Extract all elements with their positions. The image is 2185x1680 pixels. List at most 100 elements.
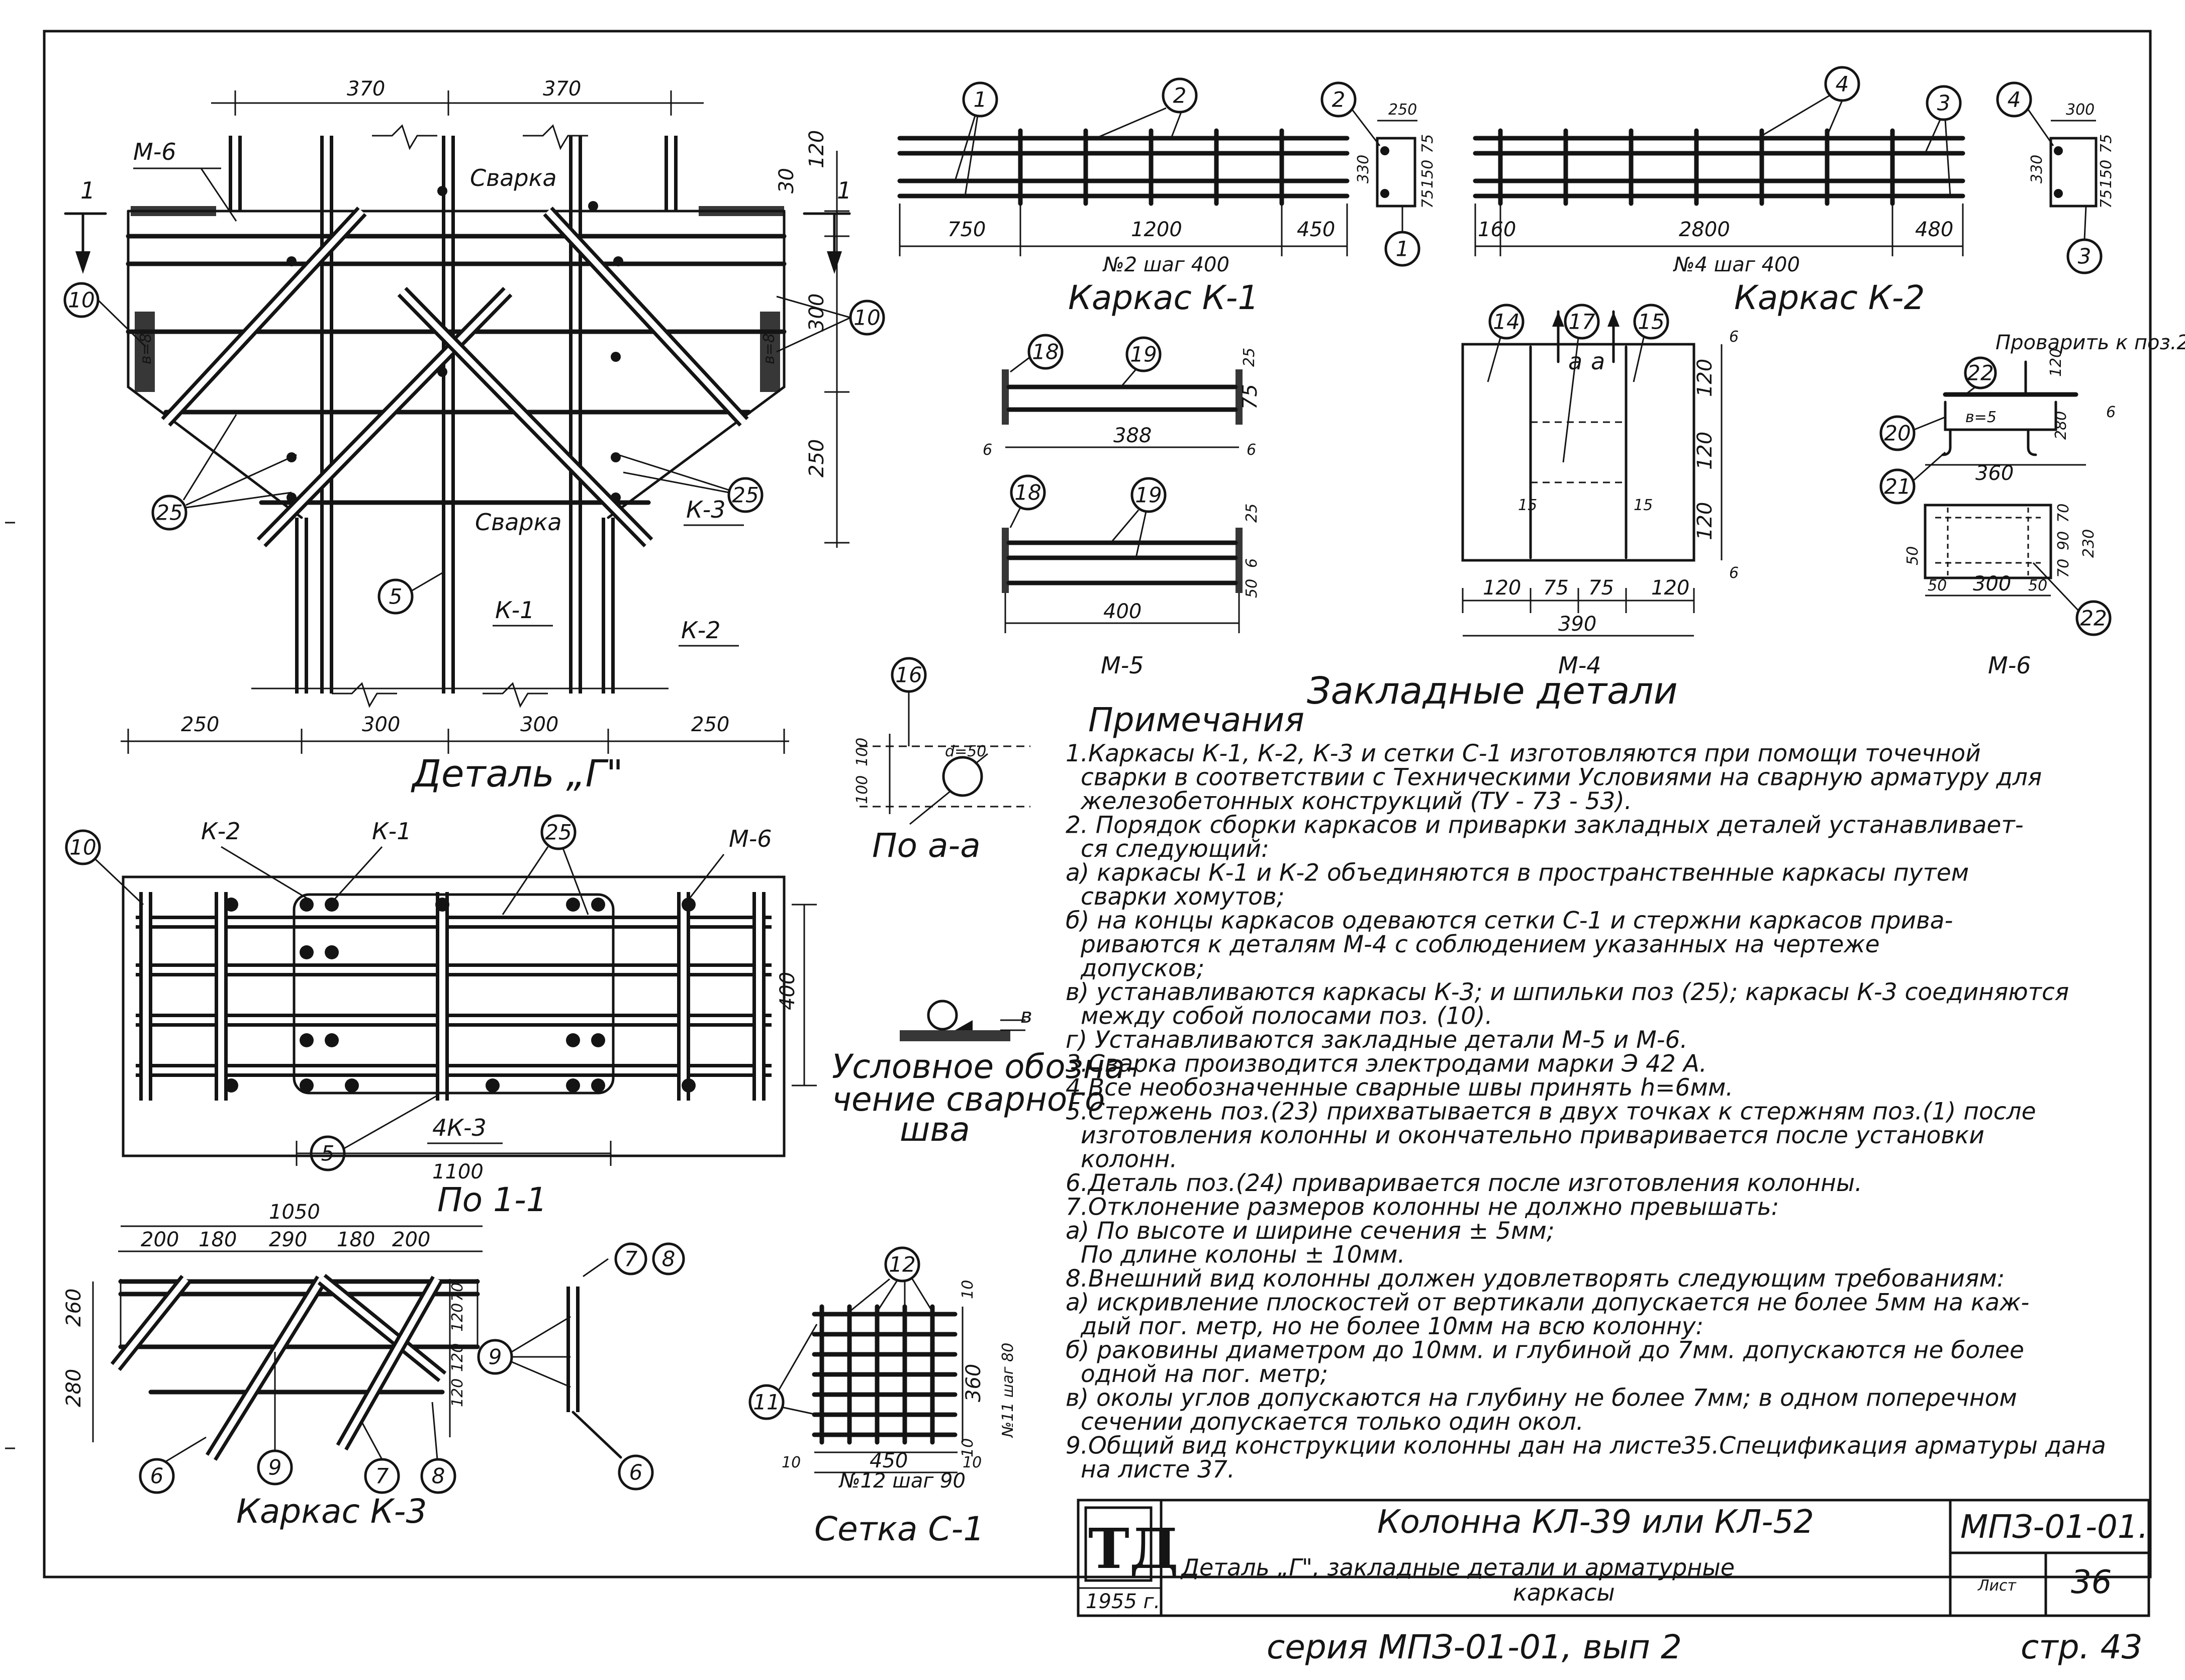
svg-text:15: 15 (1638, 310, 1664, 334)
svg-text:9: 9 (268, 1455, 282, 1480)
dim-400: 400 (776, 972, 799, 1010)
detail-g-diagonals (161, 207, 749, 548)
svg-text:в=5: в=5 (1965, 409, 1997, 426)
callout: 19 (1110, 477, 1167, 558)
notes-heading: Примечания (1088, 701, 1304, 739)
m6-note-1: Проварить к поз.20 (1996, 331, 2185, 354)
setka-c1: 450 10 10 №12 шаг 90 10 360 10 №11 шаг 8… (748, 1246, 1017, 1548)
svg-text:50: 50 (1904, 546, 1922, 565)
svg-text:№12 шаг 90: №12 шаг 90 (838, 1469, 966, 1493)
svg-text:388: 388 (1113, 424, 1152, 447)
karkas-k1-section: 250 330 75 150 75 2 1 (1320, 81, 1437, 267)
callout: 6 (139, 1436, 207, 1494)
svg-text:1: 1 (974, 87, 987, 112)
svg-text:70: 70 (2055, 504, 2072, 523)
svg-text:16: 16 (895, 663, 922, 687)
note-line: одной на пог. метр; (1081, 1360, 1328, 1388)
svg-text:75: 75 (2098, 189, 2115, 209)
svg-text:290: 290 (269, 1228, 307, 1251)
svg-text:7: 7 (375, 1464, 389, 1489)
svg-text:25: 25 (732, 483, 758, 508)
callout: 15 (1633, 304, 1669, 382)
caption-section-1-1: По 1-1 (437, 1180, 547, 1219)
title-sheet-label: Лист (1977, 1577, 2017, 1595)
callout: 14 (1487, 304, 1525, 382)
svg-text:330: 330 (1355, 155, 1372, 183)
svg-text:8: 8 (432, 1464, 445, 1489)
embedded-m6: Проварить к поз.20 в=5 360 120 280 6 50 … (1879, 331, 2185, 679)
title-sheet-number: 36 (2071, 1564, 2112, 1601)
svg-text:180: 180 (337, 1228, 375, 1251)
svg-text:120: 120 (2047, 348, 2065, 377)
svg-text:20: 20 (1884, 421, 1911, 446)
note-line: сварки хомутов; (1081, 883, 1285, 911)
dim-1100: 1100 (432, 1160, 484, 1183)
dim-1200: 1200 (1131, 218, 1182, 241)
embedded-title: Закладные детали (1307, 669, 1678, 713)
svg-text:120: 120 (449, 1303, 466, 1332)
svg-text:50: 50 (1243, 579, 1261, 598)
note-line: а) каркасы К-1 и К-2 объединяются в прос… (1066, 859, 1969, 887)
callout: 3 (1924, 85, 1962, 196)
dim-160: 160 (1478, 218, 1516, 241)
weld-caption-2: чение сварного (832, 1080, 1105, 1119)
label-b8-left: в=8 (137, 333, 155, 364)
callout: 5 (377, 572, 443, 615)
note-line: б) на концы каркасов одеваются сетки С-1… (1066, 907, 1953, 935)
svg-text:6: 6 (629, 1460, 643, 1485)
note-line: 5.Стержень поз.(23) прихватывается в дву… (1066, 1098, 2036, 1126)
svg-text:10: 10 (782, 1454, 801, 1471)
svg-text:5: 5 (389, 584, 403, 609)
svg-text:18: 18 (1032, 340, 1059, 364)
svg-text:360: 360 (1975, 462, 2014, 485)
svg-text:10: 10 (963, 1454, 982, 1471)
detail-g: 370 370 1 1 30 120 300 250 250 (63, 77, 885, 796)
svg-text:300: 300 (2066, 101, 2095, 119)
callout: 21 (1879, 451, 1946, 505)
svg-text:12: 12 (889, 1252, 915, 1277)
svg-text:11: 11 (753, 1390, 780, 1415)
callout: 25 (151, 414, 297, 531)
label-k2: К-2 (681, 617, 721, 644)
svg-text:120: 120 (449, 1378, 466, 1407)
svg-text:120: 120 (1651, 576, 1689, 600)
svg-text:6: 6 (983, 441, 992, 459)
label-k1: К-1 (495, 597, 535, 624)
svg-text:150: 150 (2098, 160, 2115, 188)
section-1-1-bars (224, 898, 696, 1093)
note-line: 6.Деталь поз.(24) приваривается после из… (1066, 1169, 1862, 1197)
svg-text:3: 3 (2078, 244, 2092, 269)
svg-text:450: 450 (870, 1449, 908, 1472)
setka-c1-grid (812, 1304, 958, 1445)
svg-text:75: 75 (1543, 576, 1569, 600)
label-m6: М-6 (729, 825, 772, 852)
callout: 1 (1384, 206, 1420, 267)
dim-right-250: 250 (805, 439, 828, 477)
weld-caption-1: Условное обозна- (832, 1047, 1137, 1086)
svg-text:390: 390 (1558, 613, 1596, 636)
callout: 4 (1996, 81, 2054, 146)
svg-text:15: 15 (1634, 497, 1653, 514)
svg-text:6: 6 (1247, 441, 1256, 459)
svg-text:280: 280 (62, 1369, 85, 1407)
embedded-m4: а а 120 75 75 120 390 120 120 120 6 6 15… (1461, 304, 1739, 679)
note-line: По длине колоны ± 10мм. (1081, 1241, 1405, 1269)
dim-bottom-2: 300 (362, 713, 400, 736)
svg-text:5: 5 (321, 1141, 335, 1166)
svg-text:№11 шаг 80: №11 шаг 80 (999, 1343, 1017, 1438)
callout: 11 (748, 1324, 818, 1420)
svg-text:7: 7 (624, 1247, 638, 1271)
callout: 10 (65, 829, 144, 906)
notes-lines: 1.Каркасы К-1, К-2, К-3 и сетки С-1 изго… (1066, 740, 2106, 1484)
callout: 18 (1009, 474, 1046, 528)
svg-text:120: 120 (1693, 359, 1717, 397)
callout: 9 (477, 1316, 571, 1388)
svg-text:70: 70 (449, 1282, 466, 1302)
karkas-k2-section: 300 330 75 150 75 4 3 (1996, 81, 2115, 274)
svg-text:19: 19 (1130, 342, 1157, 367)
caption-karkas-k1: Каркас К-1 (1068, 278, 1259, 317)
dim-750: 750 (947, 218, 986, 241)
svg-text:120: 120 (1693, 432, 1717, 470)
dim-bottom-1: 250 (181, 713, 219, 736)
svg-text:4: 4 (1836, 72, 1849, 96)
